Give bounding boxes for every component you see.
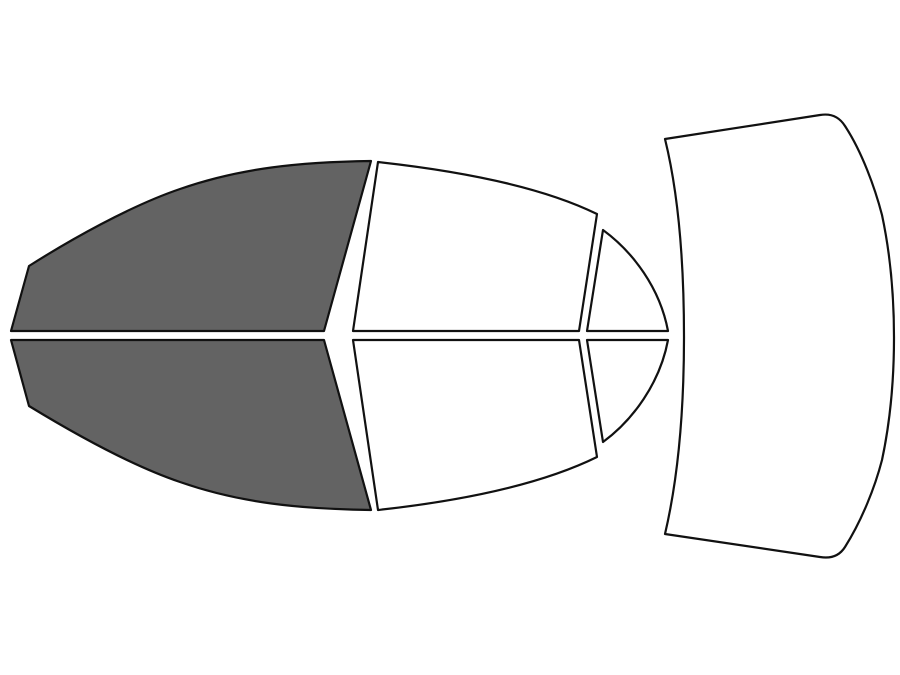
rear-left-quarter-window[interactable] — [585, 228, 670, 333]
rear-right-door-window[interactable] — [351, 338, 599, 512]
rear-windshield[interactable] — [663, 113, 896, 559]
rear-right-quarter-window[interactable] — [585, 338, 670, 444]
rear-left-door-window[interactable] — [351, 160, 599, 333]
front-left-door-window[interactable] — [9, 159, 373, 333]
front-right-door-window[interactable] — [9, 338, 373, 512]
